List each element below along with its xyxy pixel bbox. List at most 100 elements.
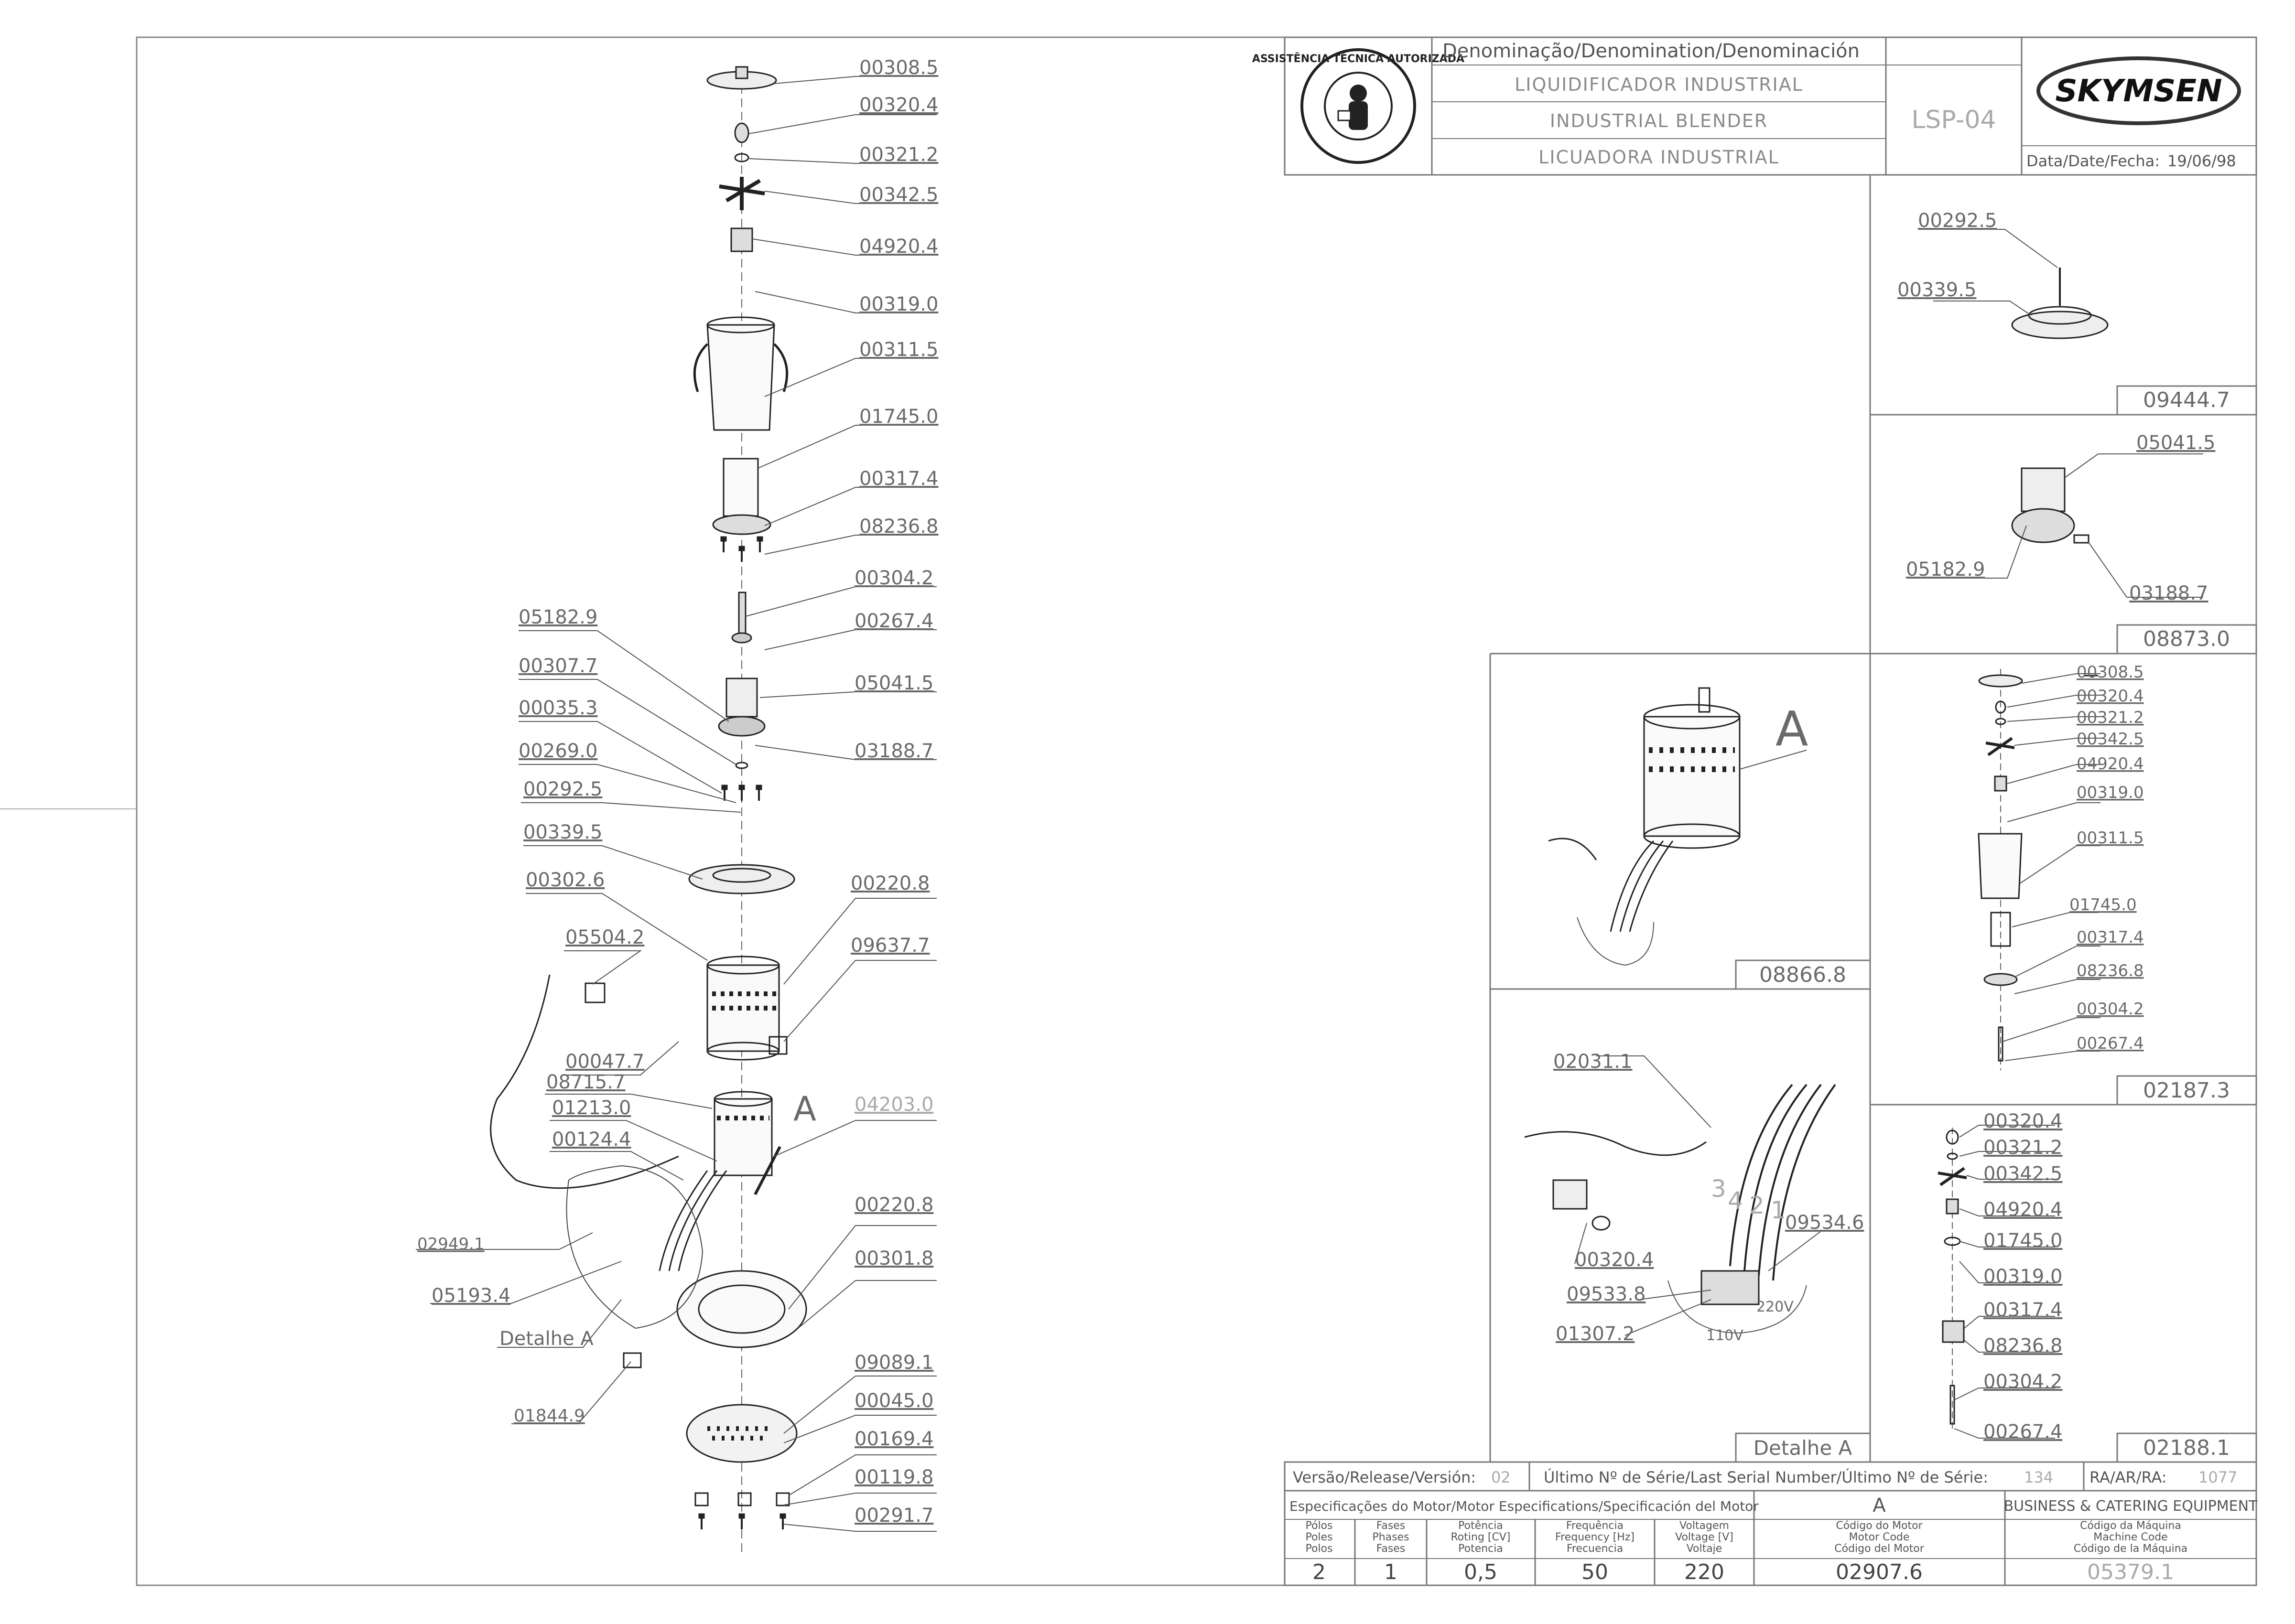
part-label: 00320.4 (1575, 1249, 1654, 1271)
skymsen-logo: SKYMSEN (2036, 56, 2241, 125)
kit-02188: 00320.4 00321.2 00342.5 04920.4 01745.0 … (1938, 1110, 2230, 1460)
part-label: 00319.0 (2077, 783, 2144, 802)
part-label: 04920.4 (1983, 1199, 2062, 1221)
part-label: 00321.2 (859, 144, 938, 166)
part-label: 00320.4 (2077, 687, 2144, 706)
part-label: 00319.0 (1983, 1266, 2062, 1288)
denomination-label: Denominação/Denomination/Denominación (1442, 40, 1860, 62)
col-head: Voltaje (1687, 1543, 1722, 1555)
kit-08866: A 08866.8 (1548, 687, 1846, 987)
poles-value: 2 (1312, 1560, 1326, 1584)
part-label: 03188.7 (2129, 582, 2208, 604)
part-label: 00339.5 (1897, 279, 1976, 301)
part-label: 08236.8 (1983, 1335, 2062, 1357)
kit-09444: 00292.5 00339.5 09444.7 (1897, 210, 2230, 412)
col-head: Código de la Máquina (2074, 1543, 2187, 1555)
part-label: 00317.4 (2077, 928, 2144, 947)
wire-number: 3 (1711, 1175, 1726, 1203)
part-label: 00267.4 (1983, 1421, 2062, 1443)
part-label: 01745.0 (859, 406, 938, 428)
motor-spec-label: Especificações do Motor/Motor Especifica… (1289, 1498, 1759, 1514)
part-label: 00342.5 (1983, 1163, 2062, 1185)
kit-02187: 00308.5 00320.4 00321.2 00342.5 04920.4 … (1978, 663, 2230, 1103)
part-label: 00169.4 (855, 1428, 933, 1450)
motor-code-value: 02907.6 (1836, 1560, 1923, 1584)
panel-frames (1489, 175, 2257, 1463)
part-label: 01307.2 (1556, 1323, 1635, 1345)
col-head: Código del Motor (1834, 1543, 1924, 1555)
spec-values: 2 1 0,5 50 220 02907.6 05379.1 (1312, 1560, 2174, 1584)
part-label: 05182.9 (519, 606, 597, 628)
part-label: 00308.5 (2077, 663, 2144, 682)
part-label: 00311.5 (859, 339, 938, 361)
col-head: Potencia (1458, 1543, 1503, 1555)
part-label: 00320.4 (859, 94, 938, 116)
ra-label: RA/AR/RA: (2089, 1468, 2167, 1486)
title-block: ASSISTÊNCIA TÉCNICA AUTORIZADA Denominaç… (1252, 36, 2257, 176)
part-label: 00321.2 (1983, 1137, 2062, 1159)
part-label: 00269.0 (519, 740, 597, 762)
motor-letter-value: A (1873, 1495, 1886, 1516)
part-label: 00311.5 (2077, 828, 2144, 848)
col-head: Pólos (1306, 1520, 1333, 1532)
main-leaders (745, 76, 937, 1532)
serial-label: Último Nº de Série/Last Serial Number/Úl… (1544, 1468, 1988, 1486)
col-head: Fases (1376, 1520, 1406, 1532)
col-head: Voltage [V] (1675, 1531, 1733, 1543)
part-label: 05041.5 (2136, 432, 2215, 454)
part-label: 00342.5 (859, 184, 938, 206)
footer-table: Versão/Release/Versión: 02 Último Nº de … (1284, 1461, 2258, 1586)
part-label: 00045.0 (855, 1390, 933, 1412)
col-head: Voltagem (1679, 1520, 1729, 1532)
part-label: 03188.7 (855, 740, 933, 762)
part-label: 09637.7 (851, 935, 930, 957)
part-label: 09534.6 (1785, 1212, 1864, 1234)
part-label: 00302.6 (526, 869, 605, 891)
part-label: 04203.0 (855, 1094, 933, 1116)
col-head: Fases (1376, 1543, 1406, 1555)
part-label: 00339.5 (523, 821, 602, 843)
part-label: 00304.2 (2077, 1000, 2144, 1019)
kit-code: 08873.0 (2143, 627, 2230, 651)
kit-detail-a: 02031.1 00320.4 09534.6 09533.8 01307.2 … (1524, 1051, 1864, 1460)
part-label: 01844.9 (514, 1406, 585, 1426)
col-head: Poles (1305, 1531, 1332, 1543)
detail-a-label: Detalhe A (499, 1328, 594, 1350)
col-head: Polos (1306, 1543, 1333, 1555)
authorized-service-seal: ASSISTÊNCIA TÉCNICA AUTORIZADA (1252, 48, 1464, 164)
ra-value: 1077 (2198, 1468, 2237, 1486)
part-label: 00119.8 (855, 1466, 933, 1488)
wire-number: 4 (1728, 1187, 1743, 1215)
col-head: Motor Code (1849, 1531, 1910, 1543)
part-label: 05193.4 (432, 1285, 510, 1307)
col-head: Código da Máquina (2080, 1520, 2181, 1532)
seal-text: ASSISTÊNCIA TÉCNICA AUTORIZADA (1252, 53, 1464, 65)
part-label: 00304.2 (855, 567, 933, 589)
col-head: Frecuencia (1567, 1543, 1623, 1555)
name-es: LICUADORA INDUSTRIAL (1538, 147, 1779, 168)
name-pt: LIQUIDIFICADOR INDUSTRIAL (1515, 74, 1803, 95)
part-label: 05182.9 (1906, 559, 1985, 581)
wire-number: 1 (1771, 1196, 1786, 1224)
part-label: 00308.5 (859, 57, 938, 79)
part-label: 00220.8 (851, 872, 930, 894)
col-head: Machine Code (2093, 1531, 2167, 1543)
version-label: Versão/Release/Versión: (1293, 1468, 1476, 1486)
voltage-value: 220 (1684, 1560, 1724, 1584)
date-label: Data/Date/Fecha: (2026, 152, 2160, 170)
name-en: INDUSTRIAL BLENDER (1550, 110, 1768, 131)
kit-08873: 05041.5 05182.9 03188.7 08873.0 (1906, 432, 2230, 651)
wire-number: 2 (1749, 1192, 1765, 1219)
detail-label: Detalhe A (1754, 1436, 1852, 1460)
kit-code: 08866.8 (1759, 963, 1846, 987)
brand-logo: SKYMSEN (2055, 74, 2222, 109)
part-label: 00047.7 (565, 1051, 644, 1073)
part-label: 00307.7 (519, 655, 597, 677)
part-label: 09089.1 (855, 1352, 933, 1374)
col-head: Frequency [Hz] (1555, 1531, 1635, 1543)
part-label: 08236.8 (2077, 961, 2144, 980)
part-label: 00317.4 (1983, 1299, 2062, 1321)
kit-code: 02188.1 (2143, 1436, 2230, 1460)
